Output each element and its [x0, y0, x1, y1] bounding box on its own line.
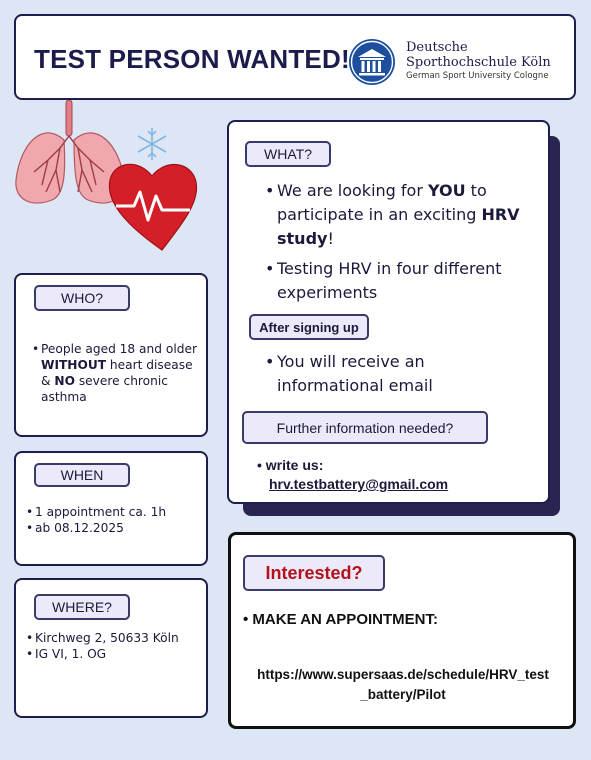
where-box: WHERE? Kirchweg 2, 50633 Köln IG VI, 1. …: [14, 578, 208, 718]
interested-heading: Interested?: [243, 555, 385, 591]
university-name-line1: Deutsche: [406, 40, 468, 55]
university-name-english: German Sport University Cologne: [406, 71, 549, 81]
appointment-cta: • MAKE AN APPOINTMENT:: [243, 611, 438, 628]
lungs-icon: [15, 100, 125, 204]
heart-pulse-icon: [108, 163, 198, 251]
what-box: WHAT? We are looking for YOU to particip…: [227, 120, 550, 504]
what-list: We are looking for YOU to participate in…: [265, 179, 535, 305]
what-item: Testing HRV in four different experiment…: [265, 257, 535, 305]
page-title: TEST PERSON WANTED!: [34, 44, 350, 74]
booking-url-link[interactable]: https://www.supersaas.de/schedule/HRV_te…: [237, 665, 569, 705]
university-logo-icon: [349, 39, 395, 85]
who-heading: WHO?: [34, 285, 130, 311]
university-name-line2: Sporthochschule Köln: [406, 55, 551, 70]
university-name: Deutsche Sporthochschule Köln German Spo…: [406, 40, 551, 83]
contact-email-link[interactable]: hrv.testbattery@gmail.com: [269, 476, 449, 492]
what-item: We are looking for YOU to participate in…: [265, 179, 535, 251]
header-banner: TEST PERSON WANTED! Deutsche Sporthochsc…: [14, 14, 576, 100]
when-item: ab 08.12.2025: [26, 520, 202, 536]
write-us-label: write us:: [265, 457, 324, 473]
further-info-heading: Further information needed?: [242, 411, 488, 444]
who-box: WHO? People aged 18 and older WITHOUT he…: [14, 273, 208, 437]
lungs-heart-illustration: [15, 100, 198, 251]
when-item: 1 appointment ca. 1h: [26, 504, 202, 520]
where-item: IG VI, 1. OG: [26, 646, 202, 662]
when-box: WHEN 1 appointment ca. 1h ab 08.12.2025: [14, 451, 208, 566]
where-text: Kirchweg 2, 50633 Köln IG VI, 1. OG: [26, 630, 202, 662]
what-heading: WHAT?: [245, 141, 331, 167]
after-signing-heading: After signing up: [249, 314, 369, 340]
when-heading: WHEN: [34, 463, 130, 487]
after-signing-list: You will receive an informational email: [265, 350, 485, 398]
who-item: People aged 18 and older WITHOUT heart d…: [32, 341, 202, 405]
where-item: Kirchweg 2, 50633 Köln: [26, 630, 202, 646]
after-signing-item: You will receive an informational email: [265, 350, 485, 398]
snowflake-icon: [137, 128, 167, 160]
booking-url-line1: https://www.supersaas.de/schedule/HRV_te…: [257, 667, 549, 682]
contact-info: • write us: hrv.testbattery@gmail.com: [257, 457, 449, 492]
who-text: People aged 18 and older WITHOUT heart d…: [32, 341, 202, 405]
interested-box: Interested? • MAKE AN APPOINTMENT: https…: [228, 532, 576, 729]
where-heading: WHERE?: [34, 594, 130, 620]
booking-url-line2: _battery/Pilot: [360, 687, 446, 702]
when-text: 1 appointment ca. 1h ab 08.12.2025: [26, 504, 202, 536]
